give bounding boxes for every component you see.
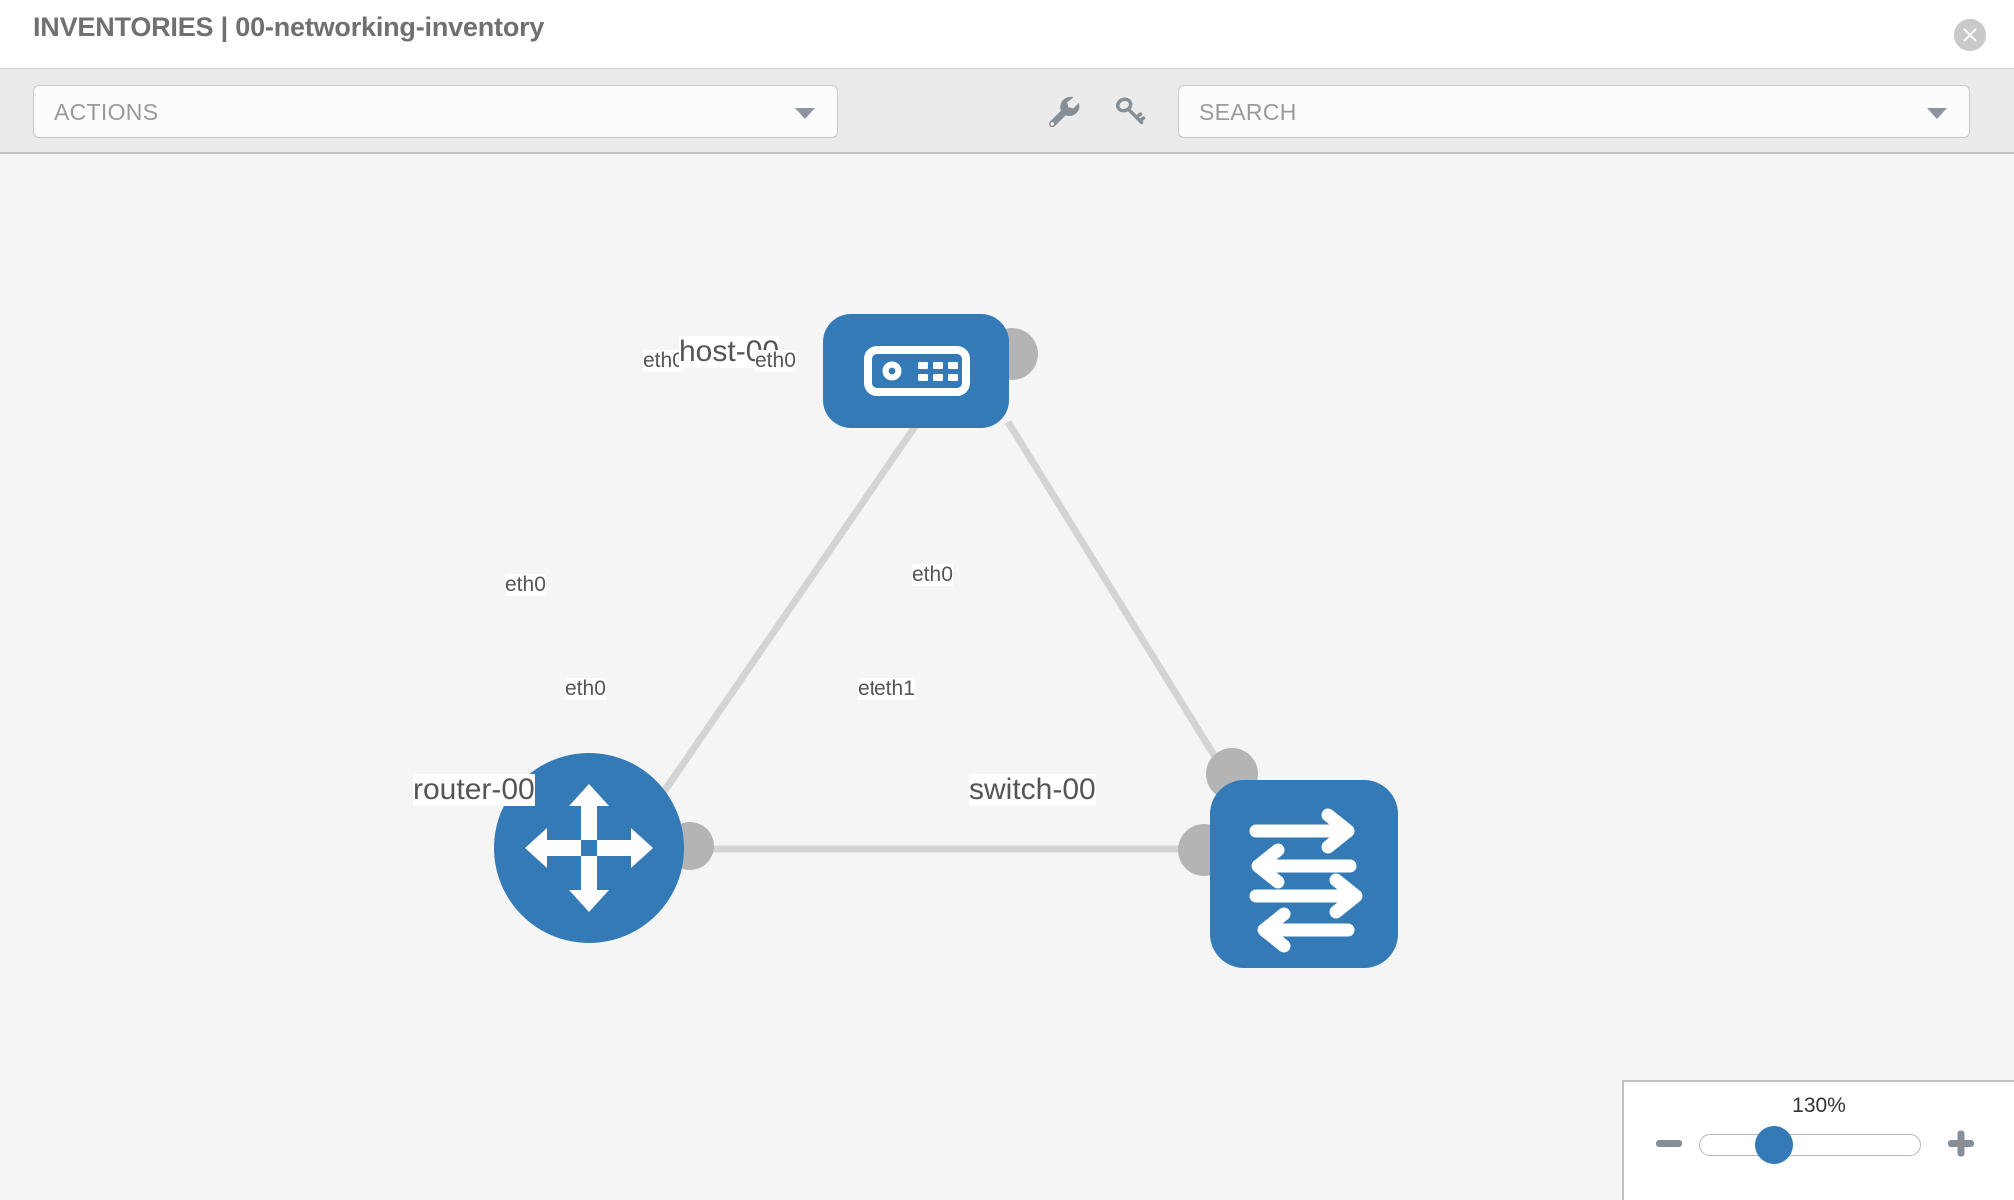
link-host00-switch00 bbox=[1005, 420, 1241, 796]
chevron-down-icon bbox=[795, 107, 815, 119]
close-icon[interactable] bbox=[1954, 19, 1986, 51]
topology-canvas[interactable]: eth0 host-00 eth0 eth0 eth0 eth0 eth eth… bbox=[0, 154, 2014, 1200]
switch-arrows-icon bbox=[1249, 808, 1363, 953]
toolbar: ACTIONS SEARCH bbox=[0, 68, 2014, 154]
wrench-icon[interactable] bbox=[1042, 91, 1084, 133]
zoom-control-panel: 130% bbox=[1622, 1080, 2014, 1200]
key-icon[interactable] bbox=[1109, 91, 1151, 133]
node-router-00-shape bbox=[494, 753, 684, 943]
node-host-00-shape bbox=[823, 314, 1009, 428]
node-router-00 bbox=[494, 753, 684, 943]
page-header: INVENTORIES | 00-networking-inventory bbox=[0, 0, 2014, 68]
page-title: INVENTORIES | 00-networking-inventory bbox=[33, 12, 545, 42]
zoom-slider-thumb[interactable] bbox=[1755, 1126, 1793, 1164]
plus-icon[interactable] bbox=[1944, 1126, 1978, 1160]
minus-icon[interactable] bbox=[1652, 1126, 1686, 1160]
interface-label-switch00-up: eth0 bbox=[912, 563, 953, 587]
actions-dropdown[interactable]: ACTIONS bbox=[33, 85, 838, 138]
interface-label-host00-right: eth0 bbox=[755, 349, 796, 373]
interface-label-host00-left: eth0 bbox=[643, 349, 684, 373]
search-placeholder: SEARCH bbox=[1199, 99, 1297, 125]
search-input[interactable]: SEARCH bbox=[1178, 85, 1970, 138]
topology-graph bbox=[494, 314, 1398, 968]
link-host00-router00 bbox=[625, 420, 921, 846]
chevron-down-icon[interactable] bbox=[1927, 107, 1947, 119]
actions-dropdown-label: ACTIONS bbox=[54, 99, 159, 125]
router-arrows-icon bbox=[525, 784, 653, 912]
interface-label-router00-up: eth0 bbox=[505, 573, 546, 597]
node-host-00 bbox=[823, 314, 1009, 428]
interface-label-switch00-left: eth1 bbox=[874, 677, 915, 701]
node-label-switch-00: switch-00 bbox=[969, 773, 1096, 806]
interface-label-router00-right: eth0 bbox=[565, 677, 606, 701]
server-icon bbox=[864, 346, 970, 396]
zoom-slider-track[interactable] bbox=[1699, 1134, 1921, 1156]
topology-links bbox=[625, 420, 1241, 853]
node-switch-00-shape bbox=[1210, 780, 1398, 968]
node-label-router-00: router-00 bbox=[413, 773, 535, 806]
node-switch-00 bbox=[1210, 780, 1398, 968]
zoom-percent-label: 130% bbox=[1792, 1094, 1846, 1117]
